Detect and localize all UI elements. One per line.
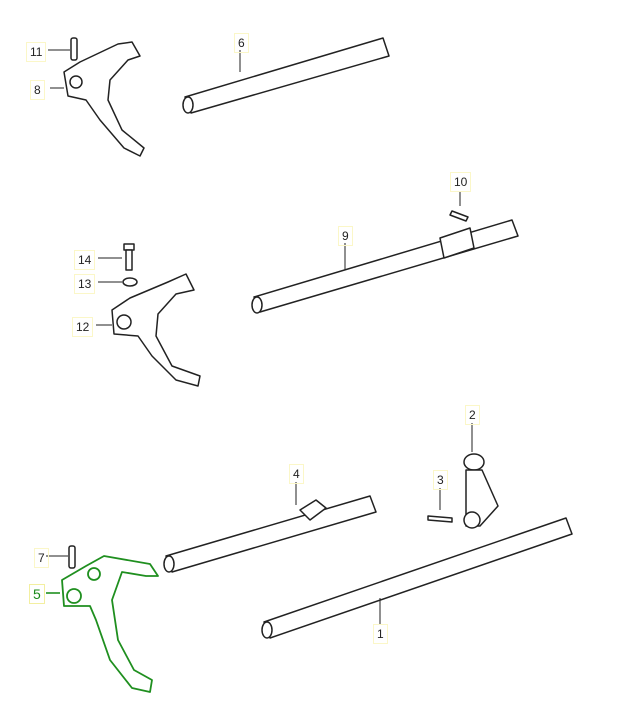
part-3-pin[interactable] xyxy=(427,488,453,523)
label-13[interactable]: 13 xyxy=(74,274,96,294)
part-10-pin[interactable] xyxy=(449,192,469,222)
label-6[interactable]: 6 xyxy=(234,33,249,53)
label-7[interactable]: 7 xyxy=(34,548,49,568)
part-4-rod[interactable] xyxy=(163,482,377,573)
label-3[interactable]: 3 xyxy=(433,470,448,490)
label-1[interactable]: 1 xyxy=(373,624,388,644)
part-2-lever[interactable] xyxy=(463,423,499,529)
part-9-rod[interactable] xyxy=(251,219,519,314)
label-9[interactable]: 9 xyxy=(338,226,353,246)
part-5-fork-highlighted[interactable] xyxy=(46,555,159,693)
label-8[interactable]: 8 xyxy=(30,80,45,100)
label-11[interactable]: 11 xyxy=(26,42,47,62)
label-10[interactable]: 10 xyxy=(450,172,472,192)
part-8-fork[interactable] xyxy=(48,37,145,157)
part-7-pin[interactable] xyxy=(46,545,76,569)
label-12[interactable]: 12 xyxy=(72,317,94,337)
part-14-bolt[interactable] xyxy=(98,243,135,271)
label-5[interactable]: 5 xyxy=(29,584,45,604)
label-14[interactable]: 14 xyxy=(74,250,96,270)
label-2[interactable]: 2 xyxy=(465,405,480,425)
part-1-rod[interactable] xyxy=(261,517,573,639)
part-12-fork[interactable] xyxy=(96,273,201,387)
label-4[interactable]: 4 xyxy=(289,464,304,484)
part-13-washer[interactable] xyxy=(98,277,138,287)
part-6-rod[interactable] xyxy=(182,37,390,114)
